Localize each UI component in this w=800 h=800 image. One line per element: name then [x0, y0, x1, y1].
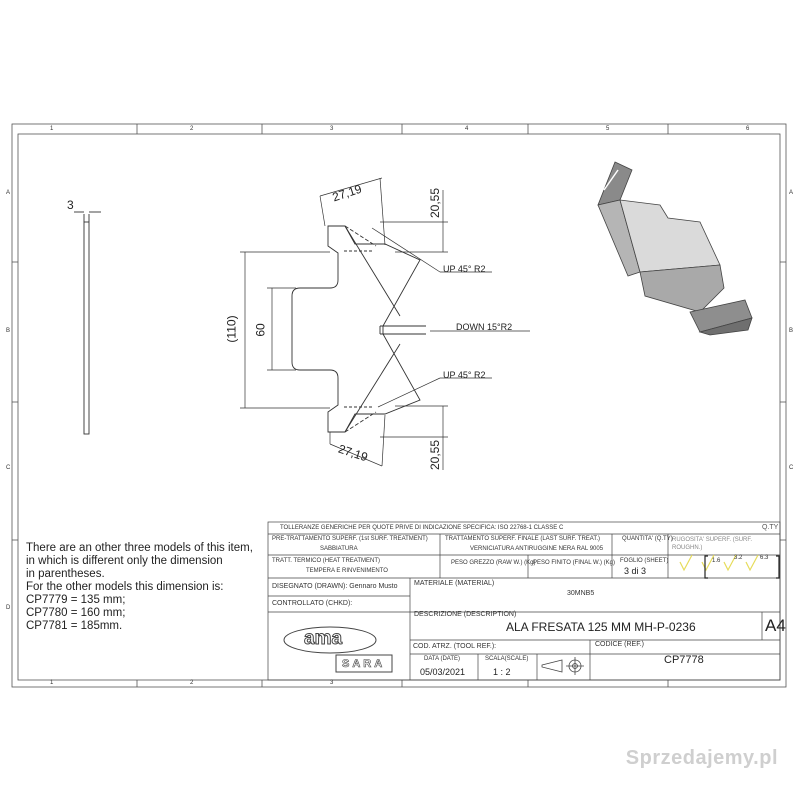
bend-note-up-top: UP 45° R2 — [443, 264, 486, 274]
heat-treat-label: TRATT. TERMICO (HEAT TREATMENT) — [272, 558, 380, 564]
roughness-value-2: 3.2 — [734, 555, 743, 561]
description-value: ALA FRESATA 125 MM MH-P-0236 — [506, 620, 696, 634]
sheet-label: FOGLIO (SHEET) — [620, 558, 669, 564]
checked-by: CONTROLLATO (CHKD): — [272, 600, 353, 607]
outer-border — [11, 123, 787, 688]
title-block-grid — [267, 521, 781, 681]
tolerance-text: TOLLERANZE GENERICHE PER QUOTE PRIVE DI … — [280, 525, 564, 531]
note-line: There are an other three models of this … — [26, 542, 253, 554]
roughness-label: RUGOSITA' SUPERF. (SURF. ROUGHN.) — [672, 537, 753, 551]
roughness-value-3: 6.3 — [760, 555, 769, 561]
logo-subtext: SARA — [342, 658, 386, 671]
row-label-c-right: C — [789, 465, 794, 471]
material-value: 30MNB5 — [567, 590, 595, 597]
dim-thickness: 3 — [67, 198, 74, 212]
bend-note-down: DOWN 15°R2 — [456, 322, 513, 332]
side-view — [74, 211, 101, 435]
note-line: CP7779 = 135 mm; — [26, 594, 126, 606]
raw-weight-label: PESO GREZZO (RAW W.) (Kg) — [451, 560, 536, 566]
final-treat-label: TRATTAMENTO SUPERF. FINALE (LAST SURF. T… — [445, 536, 601, 542]
date-label: DATA (DATE) — [424, 656, 460, 662]
row-label-b: B — [6, 328, 11, 334]
watermark: Sprzedajemy.pl — [625, 747, 778, 769]
row-label-a-right: A — [789, 190, 794, 196]
row-label-a: A — [6, 190, 11, 196]
col-label-4: 4 — [465, 126, 469, 132]
company-logo — [283, 626, 393, 673]
model-variants-note: There are an other three models of this … — [26, 542, 253, 633]
plan-view — [291, 225, 426, 433]
code-label: CODICE (REF.) — [595, 641, 644, 648]
dim-bottom-height: 20,55 — [428, 439, 443, 471]
col-label-5: 5 — [606, 126, 610, 132]
col-label-6: 6 — [746, 126, 750, 132]
col-label-2: 2 — [190, 126, 194, 132]
row-label-c: C — [6, 465, 11, 471]
sheet-value: 3 di 3 — [624, 566, 647, 576]
qty-label: Q.TY — [762, 524, 779, 531]
note-line: CP7780 = 160 mm; — [26, 607, 126, 619]
heat-treat-value: TEMPERA E RINVENIMENTO — [306, 568, 388, 574]
note-line: in which is different only the dimension — [26, 555, 223, 567]
scale-label: SCALA(SCALE) — [485, 656, 529, 662]
format-size: A4 — [765, 616, 786, 635]
roughness-marks — [679, 554, 759, 572]
isometric-view — [597, 161, 753, 336]
description-label: DESCRIZIONE (DESCRIPTION) — [414, 611, 517, 618]
scale-value: 1 : 2 — [493, 667, 511, 677]
col-label-1: 1 — [50, 126, 54, 132]
row-label-b-right: B — [789, 328, 794, 334]
logo-text: ama — [303, 628, 343, 650]
tool-ref-label: COD. ATRZ. (TOOL REF.): — [413, 643, 497, 650]
date-value: 05/03/2021 — [420, 667, 466, 677]
material-label: MATERIALE (MATERIAL) — [414, 580, 495, 587]
dim-inner: 60 — [253, 323, 268, 337]
col-label-3-bottom: 3 — [330, 680, 334, 686]
row-label-d: D — [6, 605, 11, 611]
dimension-lines — [240, 177, 530, 470]
final-treat-value: VERNICIATURA ANTIRUGGINE NERA RAL 9005 — [470, 546, 604, 552]
drawn-by: DISEGNATO (DRAWN): Gennaro Musto — [272, 583, 398, 590]
note-line: in parentheses. — [26, 568, 105, 580]
col-label-2-bottom: 2 — [190, 680, 194, 686]
col-label-3: 3 — [330, 126, 334, 132]
dim-overall: (110) — [224, 315, 239, 343]
note-line: CP7781 = 185mm. — [26, 620, 123, 632]
note-line: For the other models this dimension is: — [26, 581, 224, 593]
projection-symbol — [541, 657, 584, 675]
pretreat-value: SABBIATURA — [320, 546, 358, 552]
bend-note-up-bottom: UP 45° R2 — [443, 370, 486, 380]
col-label-1-bottom: 1 — [50, 680, 54, 686]
pretreat-label: PRE-TRATTAMENTO SUPERF. (1st SURF. TREAT… — [272, 536, 428, 542]
roughness-value-1: 1.6 — [712, 558, 721, 564]
dim-top-height: 20,55 — [428, 187, 443, 219]
finish-weight-label: PESO FINITO (FINAL W.) (Kg) — [533, 560, 616, 566]
quantity-label: QUANTITA' (Q.TY) — [622, 536, 673, 542]
code-value: CP7778 — [664, 654, 704, 666]
